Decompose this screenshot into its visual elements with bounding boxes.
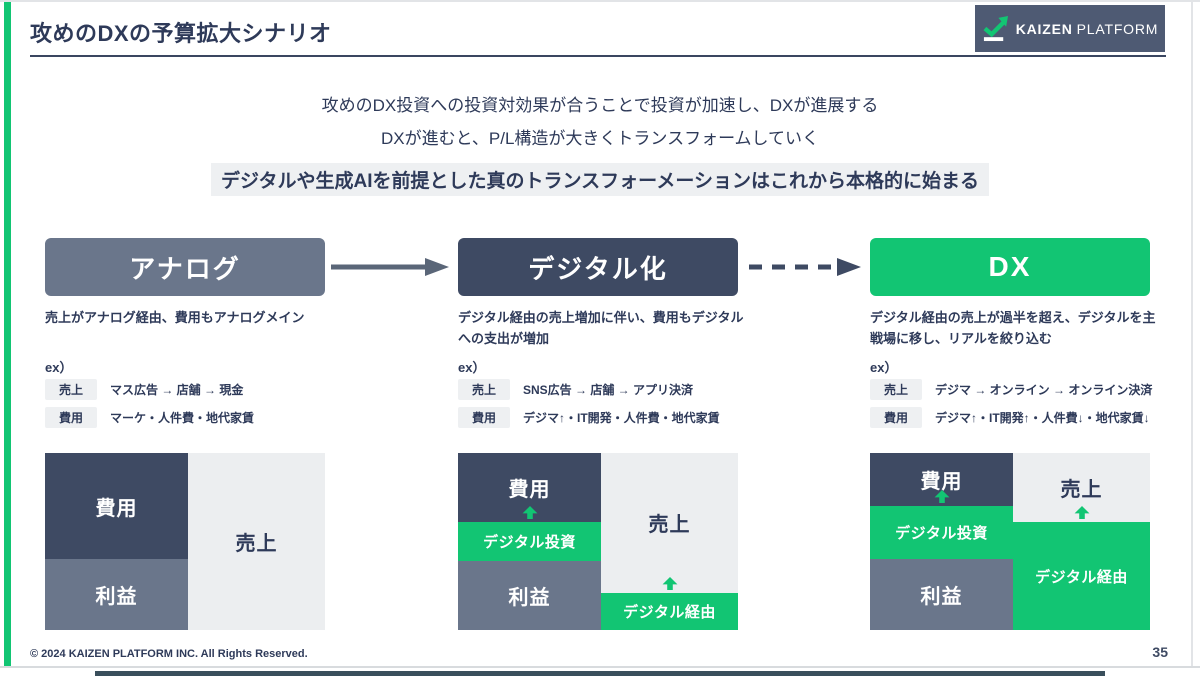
segment-label: 売上 (1060, 479, 1103, 501)
cost-example-value: マーケ・人件費・地代家賃 (110, 411, 255, 425)
description-dx: デジタル経由の売上が過半を超え、デジタルを主戦場に移し、リアルを絞り込む (870, 310, 1156, 346)
cost-badge: 費用 (45, 407, 97, 428)
pl-left-bar: 費用 デジタル投資 利益 (870, 453, 1013, 630)
next-slide-top-strip (95, 671, 1105, 676)
example-row-cost-dx: 費用 デジマ↑・IT開発↑・人件費↓・地代家賃↓ (870, 407, 1170, 428)
example-row-cost-digitalization: 費用 デジマ↑・IT開発・人件費・地代家賃 (458, 407, 758, 428)
pl-right-bar: 売上 デジタル経由 (1013, 453, 1150, 630)
sales-badge: 売上 (45, 379, 97, 400)
example-row-sales-digitalization: 売上 SNS広告 → 店舗 → アプリ決済 (458, 379, 758, 400)
green-up-arrow-icon (934, 490, 949, 504)
segment-digital-via-sales: デジタル経由 (1013, 522, 1150, 630)
stage-box-digitalization: デジタル化 (458, 238, 738, 296)
pl-structure-chart-dx: 費用 デジタル投資 利益 売上 デジタル経由 (870, 453, 1150, 630)
description-analog: 売上がアナログ経由、費用もアナログメイン (45, 310, 305, 325)
example-row-sales-dx: 売上 デジマ → オンライン → オンライン決済 (870, 379, 1170, 400)
cost-badge: 費用 (870, 407, 922, 428)
intro-text-block: 攻めのDX投資への投資対効果が合うことで投資が加速し、DXが進展する DXが進む… (0, 96, 1200, 196)
segment-profit: 利益 (45, 559, 188, 630)
sales-example-value: マス広告 → 店舗 → 現金 (110, 383, 244, 397)
example-label-analog: ex） (45, 360, 73, 375)
segment-cost: 費用 (458, 453, 601, 523)
page-number: 35 (1152, 644, 1168, 660)
sales-badge: 売上 (870, 379, 922, 400)
sales-badge: 売上 (458, 379, 510, 400)
green-up-arrow-icon (662, 576, 677, 590)
top-edge-line (0, 0, 1200, 2)
pl-structure-chart-digitalization: 費用 デジタル投資 利益 売上 デジタル経由 (458, 453, 738, 630)
segment-digital-investment: デジタル投資 (870, 506, 1013, 560)
copyright-text: © 2024 KAIZEN PLATFORM INC. All Rights R… (30, 648, 308, 660)
segment-profit: 利益 (870, 559, 1013, 630)
cost-example-value: デジマ↑・IT開発↑・人件費↓・地代家賃↓ (935, 411, 1150, 425)
segment-profit: 利益 (458, 560, 601, 630)
pl-right-bar: 売上 (188, 453, 325, 630)
left-accent-bar (4, 2, 11, 668)
logo-word-kaizen: KAIZEN (1015, 20, 1073, 37)
example-label-dx: ex） (870, 360, 898, 375)
pl-left-bar: 費用 利益 (45, 453, 188, 630)
intro-line-3-highlight: デジタルや生成AIを前提とした真のトランスフォーメーションはこれから本格的に始ま… (210, 162, 990, 196)
solid-right-arrow-icon (331, 256, 449, 283)
segment-label: 費用 (920, 471, 963, 494)
intro-line-1: 攻めのDX投資への投資対効果が合うことで投資が加速し、DXが進展する (321, 96, 879, 115)
segment-cost: 費用 (45, 453, 188, 560)
right-edge-line (1191, 2, 1193, 666)
green-up-arrow-icon (1074, 506, 1089, 520)
title-underline (30, 55, 1166, 57)
segment-sales: 売上 (1013, 453, 1150, 523)
sales-example-value: デジマ → オンライン → オンライン決済 (935, 383, 1153, 397)
segment-label: 費用 (508, 479, 551, 501)
pl-structure-chart-analog: 費用 利益 売上 (45, 453, 325, 630)
trend-check-arrow-icon (982, 15, 1009, 42)
segment-sales: 売上 (601, 453, 738, 593)
segment-label: 売上 (648, 514, 691, 537)
stage-box-dx: DX (870, 238, 1150, 296)
segment-cost: 費用 (870, 453, 1013, 507)
logo-word-platform: PLATFORM (1076, 20, 1159, 37)
green-up-arrow-icon (522, 506, 537, 520)
slide-bottom-edge-line (0, 666, 1200, 668)
description-digitalization: デジタル経由の売上増加に伴い、費用もデジタルへの支出が増加 (458, 310, 744, 346)
dashed-right-arrow-icon (747, 256, 861, 283)
pl-right-bar: 売上 デジタル経由 (601, 453, 738, 630)
segment-digital-investment: デジタル投資 (458, 522, 601, 561)
stage-box-analog: アナログ (45, 238, 325, 296)
example-label-digitalization: ex） (458, 360, 486, 375)
cost-example-value: デジマ↑・IT開発・人件費・地代家賃 (523, 411, 720, 425)
cost-badge: 費用 (458, 407, 510, 428)
example-row-cost-analog: 費用 マーケ・人件費・地代家賃 (45, 407, 345, 428)
sales-example-value: SNS広告 → 店舗 → アプリ決済 (523, 383, 694, 397)
segment-sales: 売上 (188, 453, 325, 630)
pl-left-bar: 費用 デジタル投資 利益 (458, 453, 601, 630)
intro-line-2: DXが進むと、P/L構造が大きくトランスフォームしていく (380, 129, 820, 149)
example-row-sales-analog: 売上 マス広告 → 店舗 → 現金 (45, 379, 345, 400)
page-title: 攻めのDXの予算拡大シナリオ (30, 21, 332, 46)
segment-digital-via-sales: デジタル経由 (601, 592, 738, 630)
